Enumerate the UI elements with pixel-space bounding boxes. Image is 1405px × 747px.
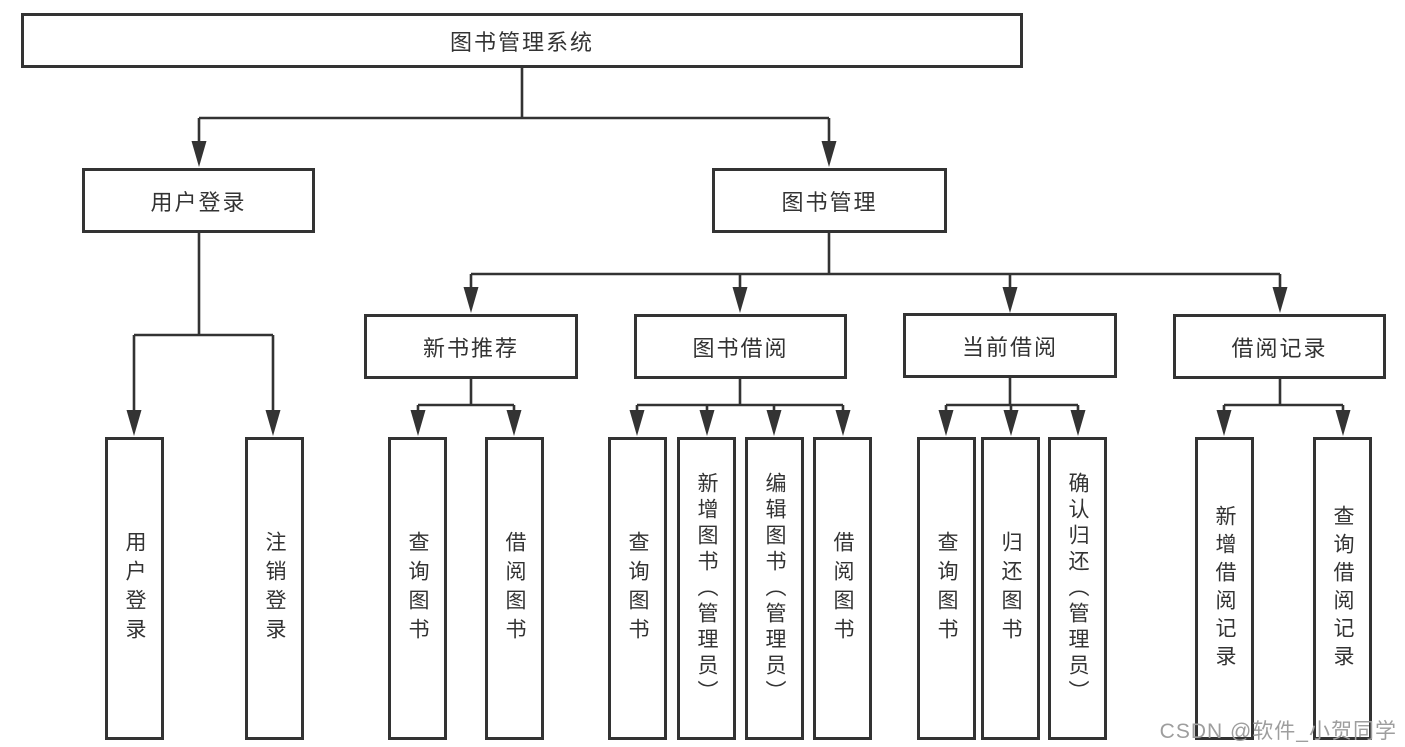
tree-edges xyxy=(132,68,1345,412)
leaf-query-books-current: 查询图书 xyxy=(917,437,976,740)
leaf-user-login: 用户登录 xyxy=(105,437,164,740)
leaf-logout: 注销登录 xyxy=(245,437,304,740)
leaf-add-borrow-record: 新增借阅记录 xyxy=(1195,437,1254,740)
node-book-management: 图书管理 xyxy=(712,168,947,233)
leaf-borrow-books-borrow: 借阅图书 xyxy=(813,437,872,740)
leaf-query-borrow-record: 查询借阅记录 xyxy=(1313,437,1372,740)
node-root: 图书管理系统 xyxy=(21,13,1023,68)
node-new-book-recommend: 新书推荐 xyxy=(364,314,578,379)
leaf-query-books-borrow: 查询图书 xyxy=(608,437,667,740)
csdn-watermark: CSDN @软件_小贺同学 xyxy=(1159,720,1397,743)
leaf-add-book-admin: 新增图书（管理员） xyxy=(677,437,736,740)
node-book-borrow: 图书借阅 xyxy=(634,314,847,379)
arrowheads xyxy=(126,141,1351,436)
leaf-edit-book-admin: 编辑图书（管理员） xyxy=(745,437,804,740)
leaf-confirm-return-admin: 确认归还（管理员） xyxy=(1048,437,1107,740)
leaf-borrow-books-recommend: 借阅图书 xyxy=(485,437,544,740)
node-current-borrow: 当前借阅 xyxy=(903,313,1117,378)
node-borrow-records: 借阅记录 xyxy=(1173,314,1386,379)
node-user-login: 用户登录 xyxy=(82,168,315,233)
leaf-query-books-recommend: 查询图书 xyxy=(388,437,447,740)
leaf-return-book: 归还图书 xyxy=(981,437,1040,740)
